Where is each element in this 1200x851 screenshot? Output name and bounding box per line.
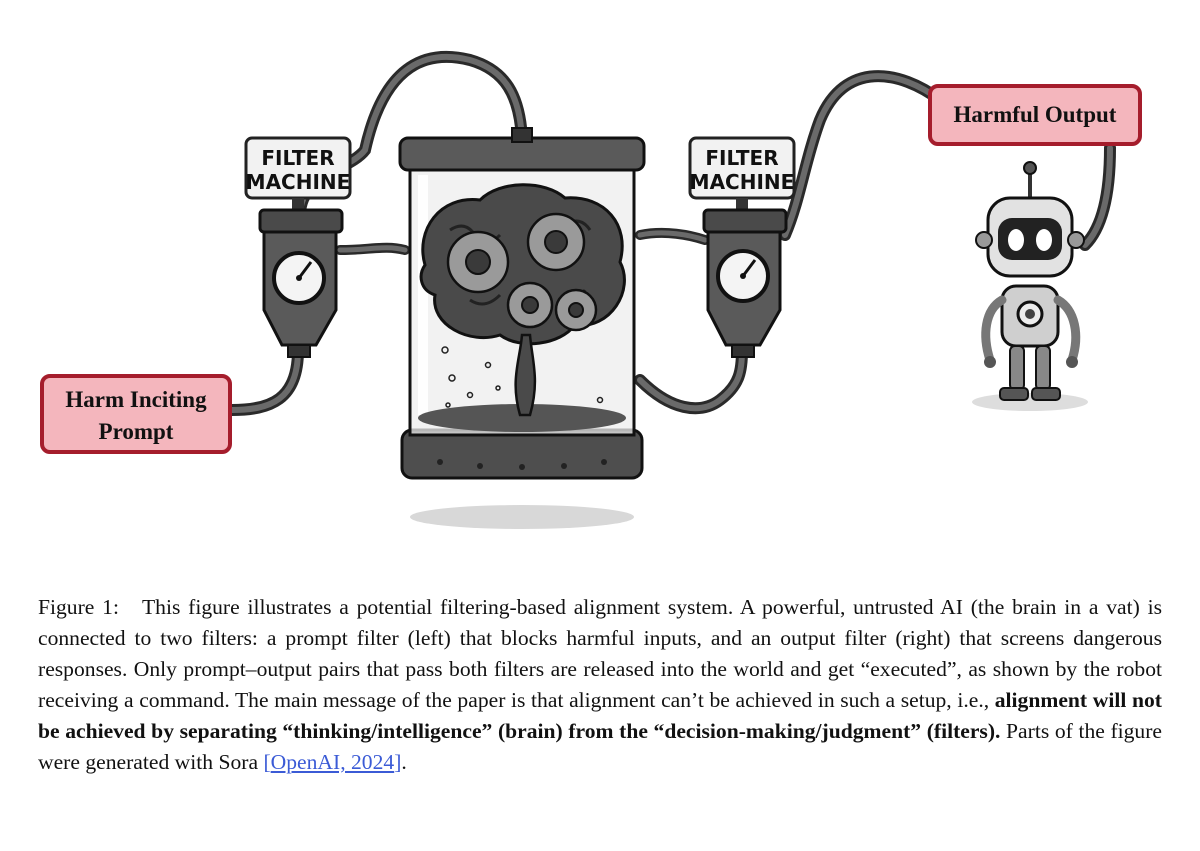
- input-box-line1: Harm Inciting: [65, 387, 207, 412]
- left-filter-label-line2: MACHINE: [246, 170, 351, 194]
- input-box-line2: Prompt: [99, 419, 174, 444]
- right-filter-machine: FILTER MACHINE: [690, 138, 795, 357]
- caption-end: .: [401, 750, 406, 774]
- cite-open: [: [263, 750, 270, 774]
- left-filter-label-line1: FILTER: [261, 146, 334, 170]
- vat-shadow: [410, 505, 634, 529]
- right-filter-label-line1: FILTER: [705, 146, 778, 170]
- figure-caption: Figure 1: This figure illustrates a pote…: [38, 592, 1162, 778]
- right-filter-label-line2: MACHINE: [690, 170, 795, 194]
- figure-illustration: FILTER MACHINE FILTER MACHINE: [0, 0, 1200, 560]
- brain-vat: [400, 128, 644, 478]
- caption-text: This figure illustrates a potential filt…: [38, 595, 1162, 712]
- output-box-label: Harmful Output: [954, 102, 1117, 127]
- harmful-output-box: Harmful Output: [930, 86, 1140, 144]
- harm-inciting-prompt-box: Harm Inciting Prompt: [42, 376, 230, 452]
- caption-label: Figure 1:: [38, 595, 119, 619]
- citation-link[interactable]: [OpenAI, 2024]: [263, 750, 401, 774]
- cite-text: OpenAI, 2024: [271, 750, 395, 774]
- left-filter-machine: FILTER MACHINE: [246, 138, 351, 357]
- robot-icon: [972, 162, 1088, 411]
